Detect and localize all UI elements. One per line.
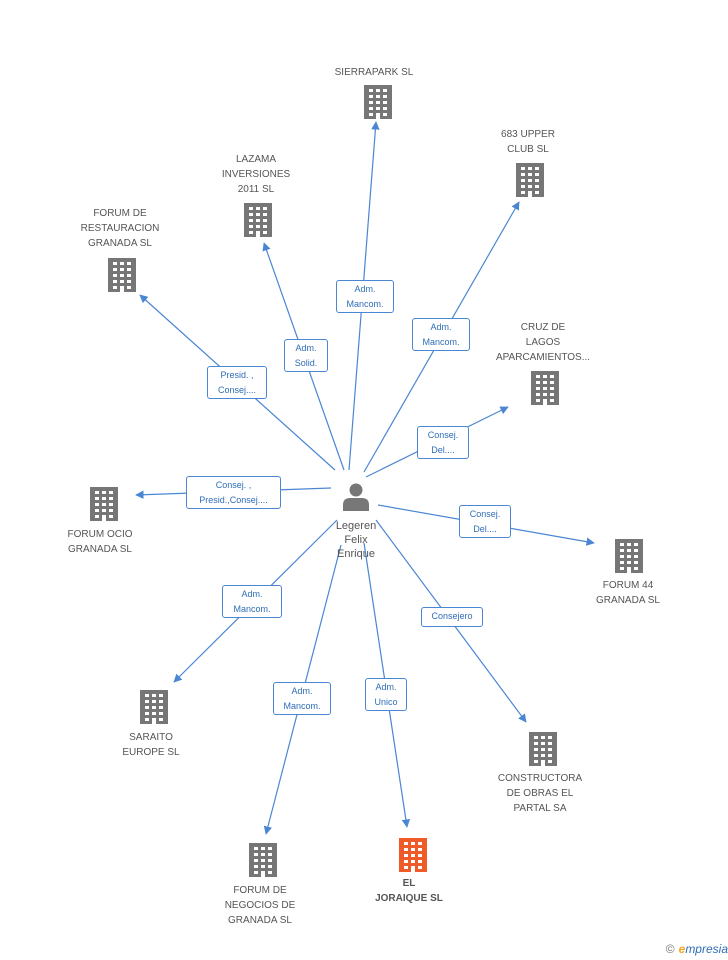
company-name-joraique[interactable]: EL JORAIQUE SL	[375, 878, 443, 904]
building-icon[interactable]	[90, 487, 118, 521]
building-icon[interactable]	[615, 539, 643, 573]
building-icon[interactable]	[364, 85, 392, 119]
company-name-upper683[interactable]: 683 UPPER CLUB SL	[501, 129, 555, 155]
building-icon[interactable]	[529, 732, 557, 766]
company-name-forum_restauracion[interactable]: FORUM DE RESTAURACION GRANADA SL	[80, 208, 160, 249]
relation-label-forum_ocio[interactable]: Consej. , Presid.,Consej....	[186, 476, 281, 509]
relation-label-saraito[interactable]: Adm. Mancom.	[222, 585, 282, 618]
relation-label-upper683[interactable]: Adm. Mancom.	[412, 318, 470, 351]
copyright-symbol: ©	[665, 942, 675, 956]
company-name-forum_ocio[interactable]: FORUM OCIO GRANADA SL	[67, 529, 133, 555]
relation-label-forum44[interactable]: Consej. Del....	[459, 505, 511, 538]
relation-label-cruz_lagos[interactable]: Consej. Del....	[417, 426, 469, 459]
building-icon[interactable]	[108, 258, 136, 292]
brand-footer: ©empresia	[666, 942, 728, 956]
relation-label-constructora[interactable]: Consejero	[421, 607, 483, 627]
building-icon[interactable]	[531, 371, 559, 405]
building-icon[interactable]	[399, 838, 427, 872]
company-name-saraito[interactable]: SARAITO EUROPE SL	[122, 732, 180, 758]
company-name-cruz_lagos[interactable]: CRUZ DE LAGOS APARCAMIENTOS...	[495, 322, 591, 363]
node-icons	[90, 85, 643, 877]
brand-initial: e	[678, 942, 686, 956]
building-icon[interactable]	[516, 163, 544, 197]
relation-label-forum_negocios[interactable]: Adm. Mancom.	[273, 682, 331, 715]
building-icon[interactable]	[140, 690, 168, 724]
company-name-sierrapark[interactable]: SIERRAPARK SL	[334, 67, 414, 78]
person-icon[interactable]	[343, 483, 369, 512]
relation-label-lazama[interactable]: Adm. Solid.	[284, 339, 328, 372]
relation-label-sierrapark[interactable]: Adm. Mancom.	[336, 280, 394, 313]
company-name-constructora[interactable]: CONSTRUCTORA DE OBRAS EL PARTAL SA	[497, 773, 583, 814]
company-name-forum44[interactable]: FORUM 44 GRANADA SL	[596, 580, 660, 606]
company-name-lazama[interactable]: LAZAMA INVERSIONES 2011 SL	[221, 154, 291, 195]
person-name[interactable]: Legeren Felix Enrique	[335, 520, 377, 560]
building-icon[interactable]	[244, 203, 272, 237]
relation-label-joraique[interactable]: Adm. Unico	[365, 678, 407, 711]
brand-name: mpresia	[685, 942, 728, 956]
relation-label-forum_restauracion[interactable]: Presid. , Consej....	[207, 366, 267, 399]
company-name-forum_negocios[interactable]: FORUM DE NEGOCIOS DE GRANADA SL	[224, 885, 296, 926]
building-icon[interactable]	[249, 843, 277, 877]
